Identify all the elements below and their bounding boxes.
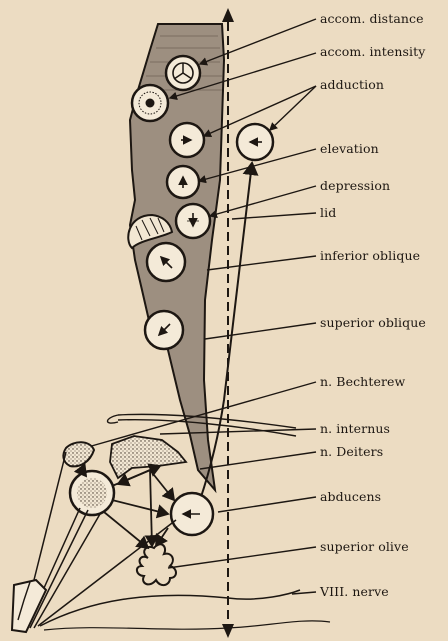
- label-n-deiters: n. Deiters: [320, 444, 383, 459]
- label-accom-intensity: accom. intensity: [320, 44, 425, 59]
- label-superior-olive: superior olive: [320, 539, 409, 554]
- vestibular-nucleus: [70, 471, 114, 515]
- label-viii-nerve: VIII. nerve: [320, 584, 389, 599]
- label-inferior-oblique: inferior oblique: [320, 248, 420, 263]
- label-accom-distance: accom. distance: [320, 11, 424, 26]
- midline-top-arrow-icon: [222, 8, 234, 22]
- label-depression: depression: [320, 178, 390, 193]
- label-superior-oblique: superior oblique: [320, 315, 426, 330]
- label-n-internus: n. internus: [320, 421, 390, 436]
- label-elevation: elevation: [320, 141, 379, 156]
- pupil-icon: [132, 85, 168, 121]
- label-lid: lid: [320, 205, 336, 220]
- label-n-bechterew: n. Bechterew: [320, 374, 405, 389]
- arrow-left-icon: [171, 493, 213, 535]
- label-adduction: adduction: [320, 77, 384, 92]
- baseline-curve: [44, 621, 330, 630]
- label-abducens: abducens: [320, 489, 381, 504]
- superior-olive-shape: [137, 544, 176, 585]
- arrow-up-icon: [167, 166, 199, 198]
- arrow-down-left-icon: [145, 311, 183, 349]
- n-internus-hook: [108, 415, 119, 423]
- adduction-circle-right: [237, 124, 273, 160]
- adduction-circle-left: [170, 123, 204, 157]
- arrow-up-left-icon: [147, 243, 185, 281]
- wheel-icon: [166, 56, 200, 90]
- arrow-down-icon: [176, 204, 210, 238]
- midline-bottom-arrow-icon: [222, 624, 234, 638]
- n-bechterew-nucleus: [63, 442, 94, 466]
